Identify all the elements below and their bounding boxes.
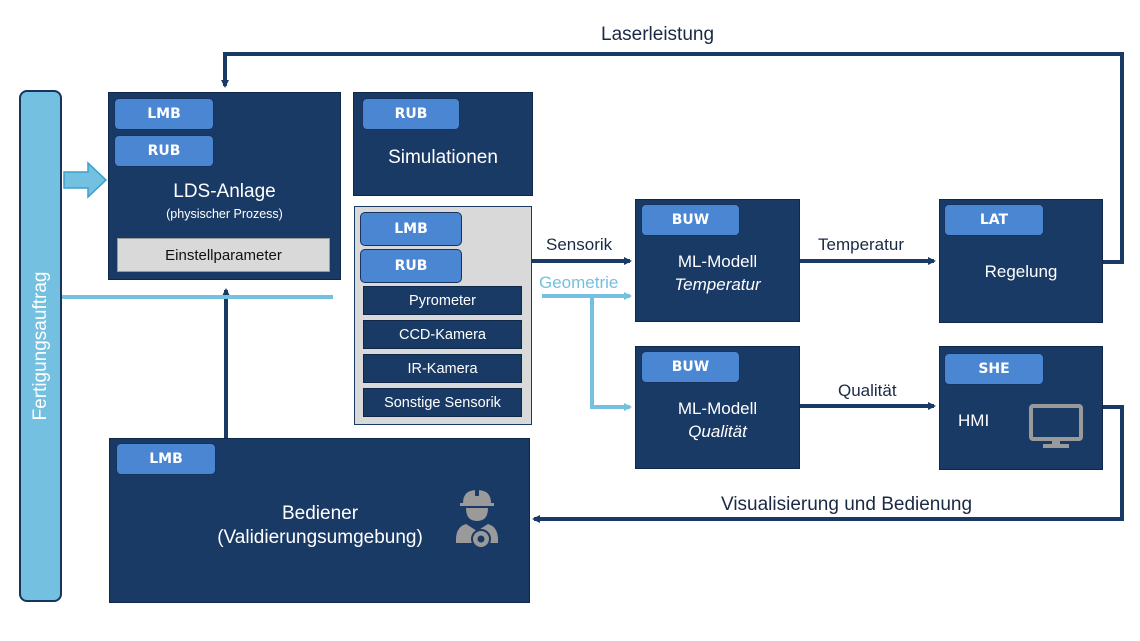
bediener-box: LMB Bediener (Validierungsumgebung) (109, 438, 530, 603)
ml-qualitaet-subtitle: Qualität (688, 422, 747, 441)
regelung-box: LAT Regelung (939, 199, 1103, 323)
ml-qualitaet-title: ML-Modell (677, 399, 758, 418)
lds-anlage-box: LMB RUB LDS-Anlage (physischer Prozess) … (108, 92, 341, 280)
tag-lat: LAT (944, 204, 1044, 236)
temperatur-label: Temperatur (818, 235, 904, 254)
tag-buw: BUW (641, 204, 740, 236)
sensor-pyrometer: Pyrometer (363, 286, 522, 315)
worker-gear-icon (455, 488, 499, 549)
monitor-icon (1029, 404, 1083, 448)
ml-temperatur-subtitle: Temperatur (674, 275, 761, 294)
laserleistung-label: Laserleistung (601, 24, 715, 45)
visualisierung-label: Visualisierung und Bedienung (721, 494, 973, 515)
tag-rub: RUB (114, 135, 214, 167)
ml-modell-qualitaet-box: BUW ML-Modell Qualität (635, 346, 800, 469)
fertigungsauftrag-label: Fertigungsauftrag (29, 271, 51, 421)
fertigungsauftrag-input-arrow (63, 161, 108, 199)
lds-anlage-subtitle: (physischer Prozess) (166, 207, 283, 221)
simulationen-title: Simulationen (388, 147, 498, 168)
hmi-title: HMI (958, 411, 990, 430)
sensor-ir-kamera: IR-Kamera (363, 354, 522, 383)
geometrie-arrow-bottom (590, 296, 632, 411)
tag-rub: RUB (362, 98, 460, 130)
tag-lmb: LMB (114, 98, 214, 130)
tag-she: SHE (944, 353, 1044, 385)
bediener-title: Bediener (281, 503, 359, 524)
regelung-title: Regelung (984, 262, 1058, 281)
hmi-box: SHE HMI (939, 346, 1103, 470)
tag-lmb: LMB (360, 212, 462, 246)
bediener-subtitle: (Validierungsumgebung) (217, 527, 423, 548)
tag-rub: RUB (360, 249, 462, 283)
tag-lmb: LMB (116, 443, 216, 475)
simulationen-box: RUB Simulationen (353, 92, 533, 196)
sensor-sonstige: Sonstige Sensorik (363, 388, 522, 417)
sensorik-panel: LMB RUB Pyrometer CCD-Kamera IR-Kamera S… (354, 206, 532, 425)
qualitaet-label: Qualität (838, 381, 897, 400)
visualisierung-arrow (532, 405, 1124, 523)
lds-anlage-title: LDS-Anlage (173, 181, 276, 202)
laserleistung-arrow (221, 52, 1124, 264)
ml-modell-temperatur-box: BUW ML-Modell Temperatur (635, 199, 800, 322)
sensorik-label: Sensorik (546, 235, 613, 254)
tag-buw: BUW (641, 351, 740, 383)
sensor-ccd-kamera: CCD-Kamera (363, 320, 522, 349)
geometrie-label: Geometrie (539, 273, 619, 292)
einstellparameter-box: Einstellparameter (117, 238, 330, 272)
fertigungsauftrag-bar: Fertigungsauftrag (19, 90, 62, 602)
ml-temperatur-title: ML-Modell (677, 252, 758, 271)
